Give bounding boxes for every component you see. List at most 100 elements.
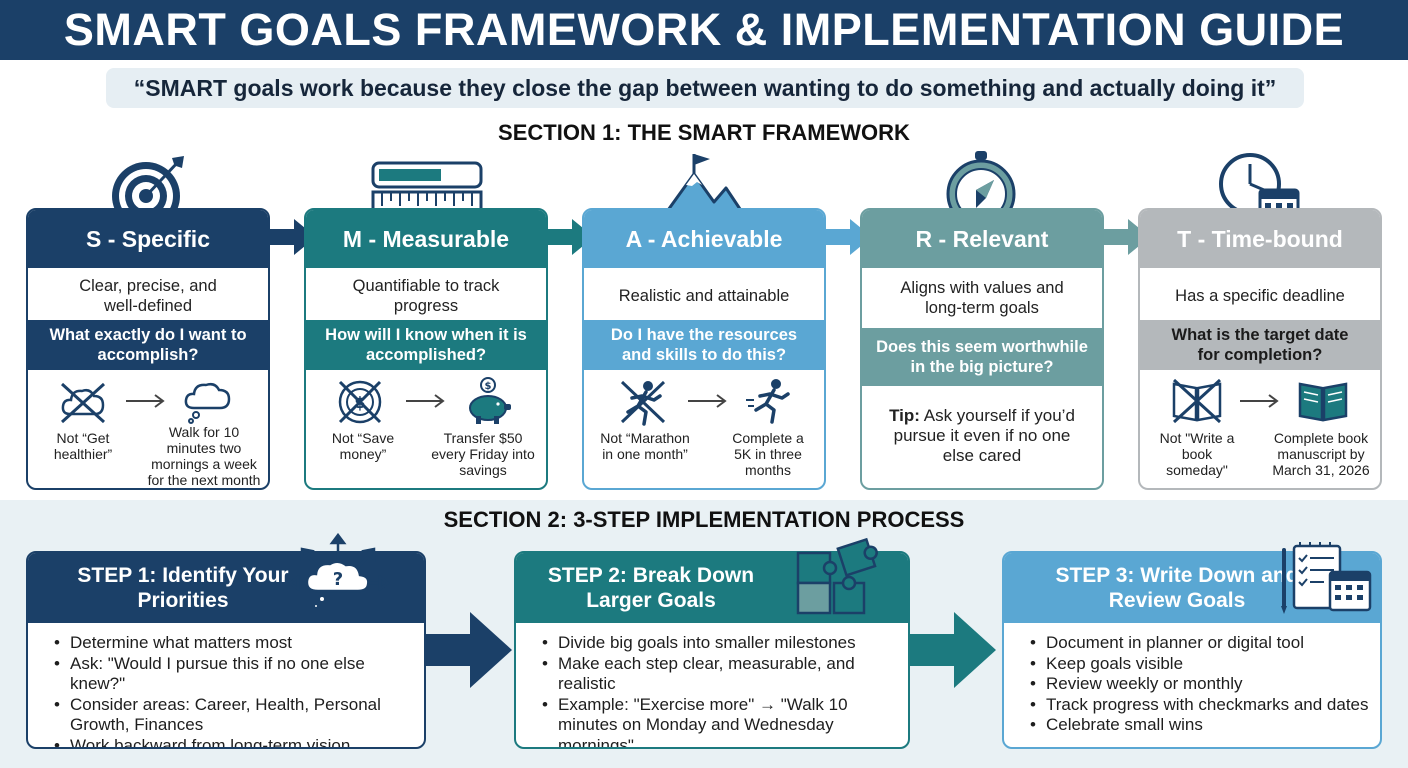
card-description: Quantifiable to track progress (316, 276, 536, 316)
title-banner: SMART GOALS FRAMEWORK & IMPLEMENTATION G… (0, 0, 1408, 60)
bad-example-line: Not “Get (56, 430, 110, 446)
card-title: A - Achievable (584, 210, 824, 268)
good-example: Complete book manuscript by March 31, 20… (1260, 430, 1380, 478)
bad-example: Not “Save money” (318, 430, 408, 462)
card-timebound: T - Time-bound Has a specific deadline W… (1138, 208, 1382, 490)
tip-line: Ask yourself if you’d (923, 406, 1075, 425)
card-question-line: Does this seem worthwhile (876, 338, 1088, 356)
good-example-line: March 31, 2026 (1272, 462, 1370, 478)
checklist-calendar-icon (1281, 542, 1372, 614)
card-description-line: well-defined (103, 297, 193, 315)
card-description: Has a specific deadline (1150, 286, 1370, 306)
card-question-line: What exactly do I want to (49, 326, 247, 344)
step-2-card: STEP 2: Break Down Larger Goals Divide b… (514, 551, 910, 749)
section-2-title: SECTION 2: 3-STEP IMPLEMENTATION PROCESS (443, 507, 965, 532)
card-description: Realistic and attainable (594, 286, 814, 306)
card-description: Clear, precise, and well-defined (38, 276, 258, 316)
good-example-line: months (745, 462, 791, 478)
tip-label: Tip: (889, 406, 920, 425)
good-example: Transfer $50 every Friday into savings (420, 430, 546, 478)
cloud-crossed-icon (60, 382, 106, 424)
runner-crossed-icon (620, 380, 666, 426)
bad-example-line: healthier” (53, 446, 113, 462)
thought-bubble-question: ? (333, 569, 343, 590)
bad-example-line: Not "Write a (1159, 430, 1235, 446)
bad-example: Not “Get healthier” (38, 430, 128, 462)
card-description-line: Has a specific deadline (1175, 287, 1345, 305)
bad-example-line: money” (339, 446, 387, 462)
tip-line: pursue it even if no one (893, 426, 1071, 445)
card-specific: S - Specific Clear, precise, and well-de… (26, 208, 270, 490)
puzzle-icon (796, 537, 878, 615)
step-list: Determine what matters most Ask: "Would … (52, 633, 414, 748)
list-item: Review weekly or monthly (1028, 674, 1370, 695)
card-achievable: A - Achievable Realistic and attainable … (582, 208, 826, 490)
thought-bubble-icon: ? (288, 533, 391, 609)
good-example: Walk for 10 minutes two mornings a week … (140, 424, 268, 488)
step-title-line: STEP 1: Identify Your (77, 564, 289, 587)
card-title: M - Measurable (306, 210, 546, 268)
step-title-line: STEP 2: Break Down (547, 564, 755, 587)
step-title-line: STEP 3: Write Down and (1055, 564, 1299, 587)
runner-icon (746, 379, 790, 424)
list-item: Document in planner or digital tool (1028, 633, 1370, 654)
bad-example: Not “Marathon in one month” (590, 430, 700, 462)
example-arrow-icon (688, 394, 727, 408)
svg-text:$: $ (485, 381, 492, 392)
list-item: Ask: "Would I pursue this if no one else… (52, 654, 414, 695)
step-list: Document in planner or digital tool Keep… (1028, 633, 1370, 736)
card-description-line: long-term goals (925, 299, 1039, 317)
good-example-line: 5K in three (734, 446, 802, 462)
step-list: Divide big goals into smaller milestones… (540, 633, 898, 747)
step-arrow-2-3 (910, 612, 996, 688)
bad-example-line: in one month” (602, 446, 688, 462)
step-title-line: Review Goals (1108, 589, 1246, 612)
good-example-line: manuscript by (1277, 446, 1365, 462)
card-measurable: M - Measurable Quantifiable to track pro… (304, 208, 548, 490)
card-question-line: Do I have the resources (610, 326, 798, 344)
list-item: Celebrate small wins (1028, 715, 1370, 736)
card-question: How will I know when it is accomplished? (306, 320, 546, 370)
card-description-line: Clear, precise, and (79, 277, 217, 295)
money-crossed-icon: $ (338, 380, 382, 424)
good-example-line: minutes two (166, 440, 242, 456)
card-description: Aligns with values and long-term goals (872, 278, 1092, 318)
good-example-line: mornings a week (151, 456, 257, 472)
list-item: Divide big goals into smaller milestones (540, 633, 898, 654)
card-relevant: R - Relevant Aligns with values and long… (860, 208, 1104, 490)
list-item: Work backward from long-term vision (52, 736, 414, 748)
card-description-line: Quantifiable to track (352, 277, 500, 295)
card-description-line: Realistic and attainable (618, 287, 790, 305)
card-question-line: for completion? (1197, 346, 1323, 364)
good-example-line: every Friday into (431, 446, 535, 462)
step-arrow-1-2 (426, 612, 512, 688)
tip-text: Tip: Ask yourself if you’d pursue it eve… (878, 406, 1086, 466)
list-item: Track progress with checkmarks and dates (1028, 695, 1370, 716)
example-arrow-icon (126, 394, 165, 408)
list-item: Keep goals visible (1028, 654, 1370, 675)
bad-example-line: Not “Save (331, 430, 395, 446)
good-example-line: Walk for 10 (168, 424, 240, 440)
list-item: Make each step clear, measurable, and re… (540, 654, 898, 695)
step-title-line: Priorities (137, 589, 229, 612)
card-title: R - Relevant (862, 210, 1102, 268)
good-example-line: Complete a (732, 430, 804, 446)
card-question-line: and skills to do this? (621, 346, 787, 364)
card-question-line: How will I know when it is (325, 326, 527, 344)
card-title: S - Specific (28, 210, 268, 268)
bad-example-line: someday" (1166, 462, 1228, 478)
step-title: STEP 3: Write Down and Review Goals (1004, 563, 1350, 613)
bad-example-line: book (1181, 446, 1213, 462)
card-question-line: accomplished? (365, 346, 487, 364)
card-question: Does this seem worthwhile in the big pict… (862, 328, 1102, 386)
piggy-bank-icon: $ (469, 377, 511, 424)
step-title-line: Larger Goals (586, 589, 716, 612)
example-arrow-icon (1240, 394, 1279, 408)
step-title: STEP 2: Break Down Larger Goals (516, 563, 786, 613)
step-title: STEP 1: Identify Your Priorities (28, 563, 338, 613)
card-question-line: in the big picture? (910, 358, 1054, 376)
card-question: Do I have the resources and skills to do … (584, 320, 824, 370)
bad-example: Not "Write a book someday" (1152, 430, 1242, 478)
